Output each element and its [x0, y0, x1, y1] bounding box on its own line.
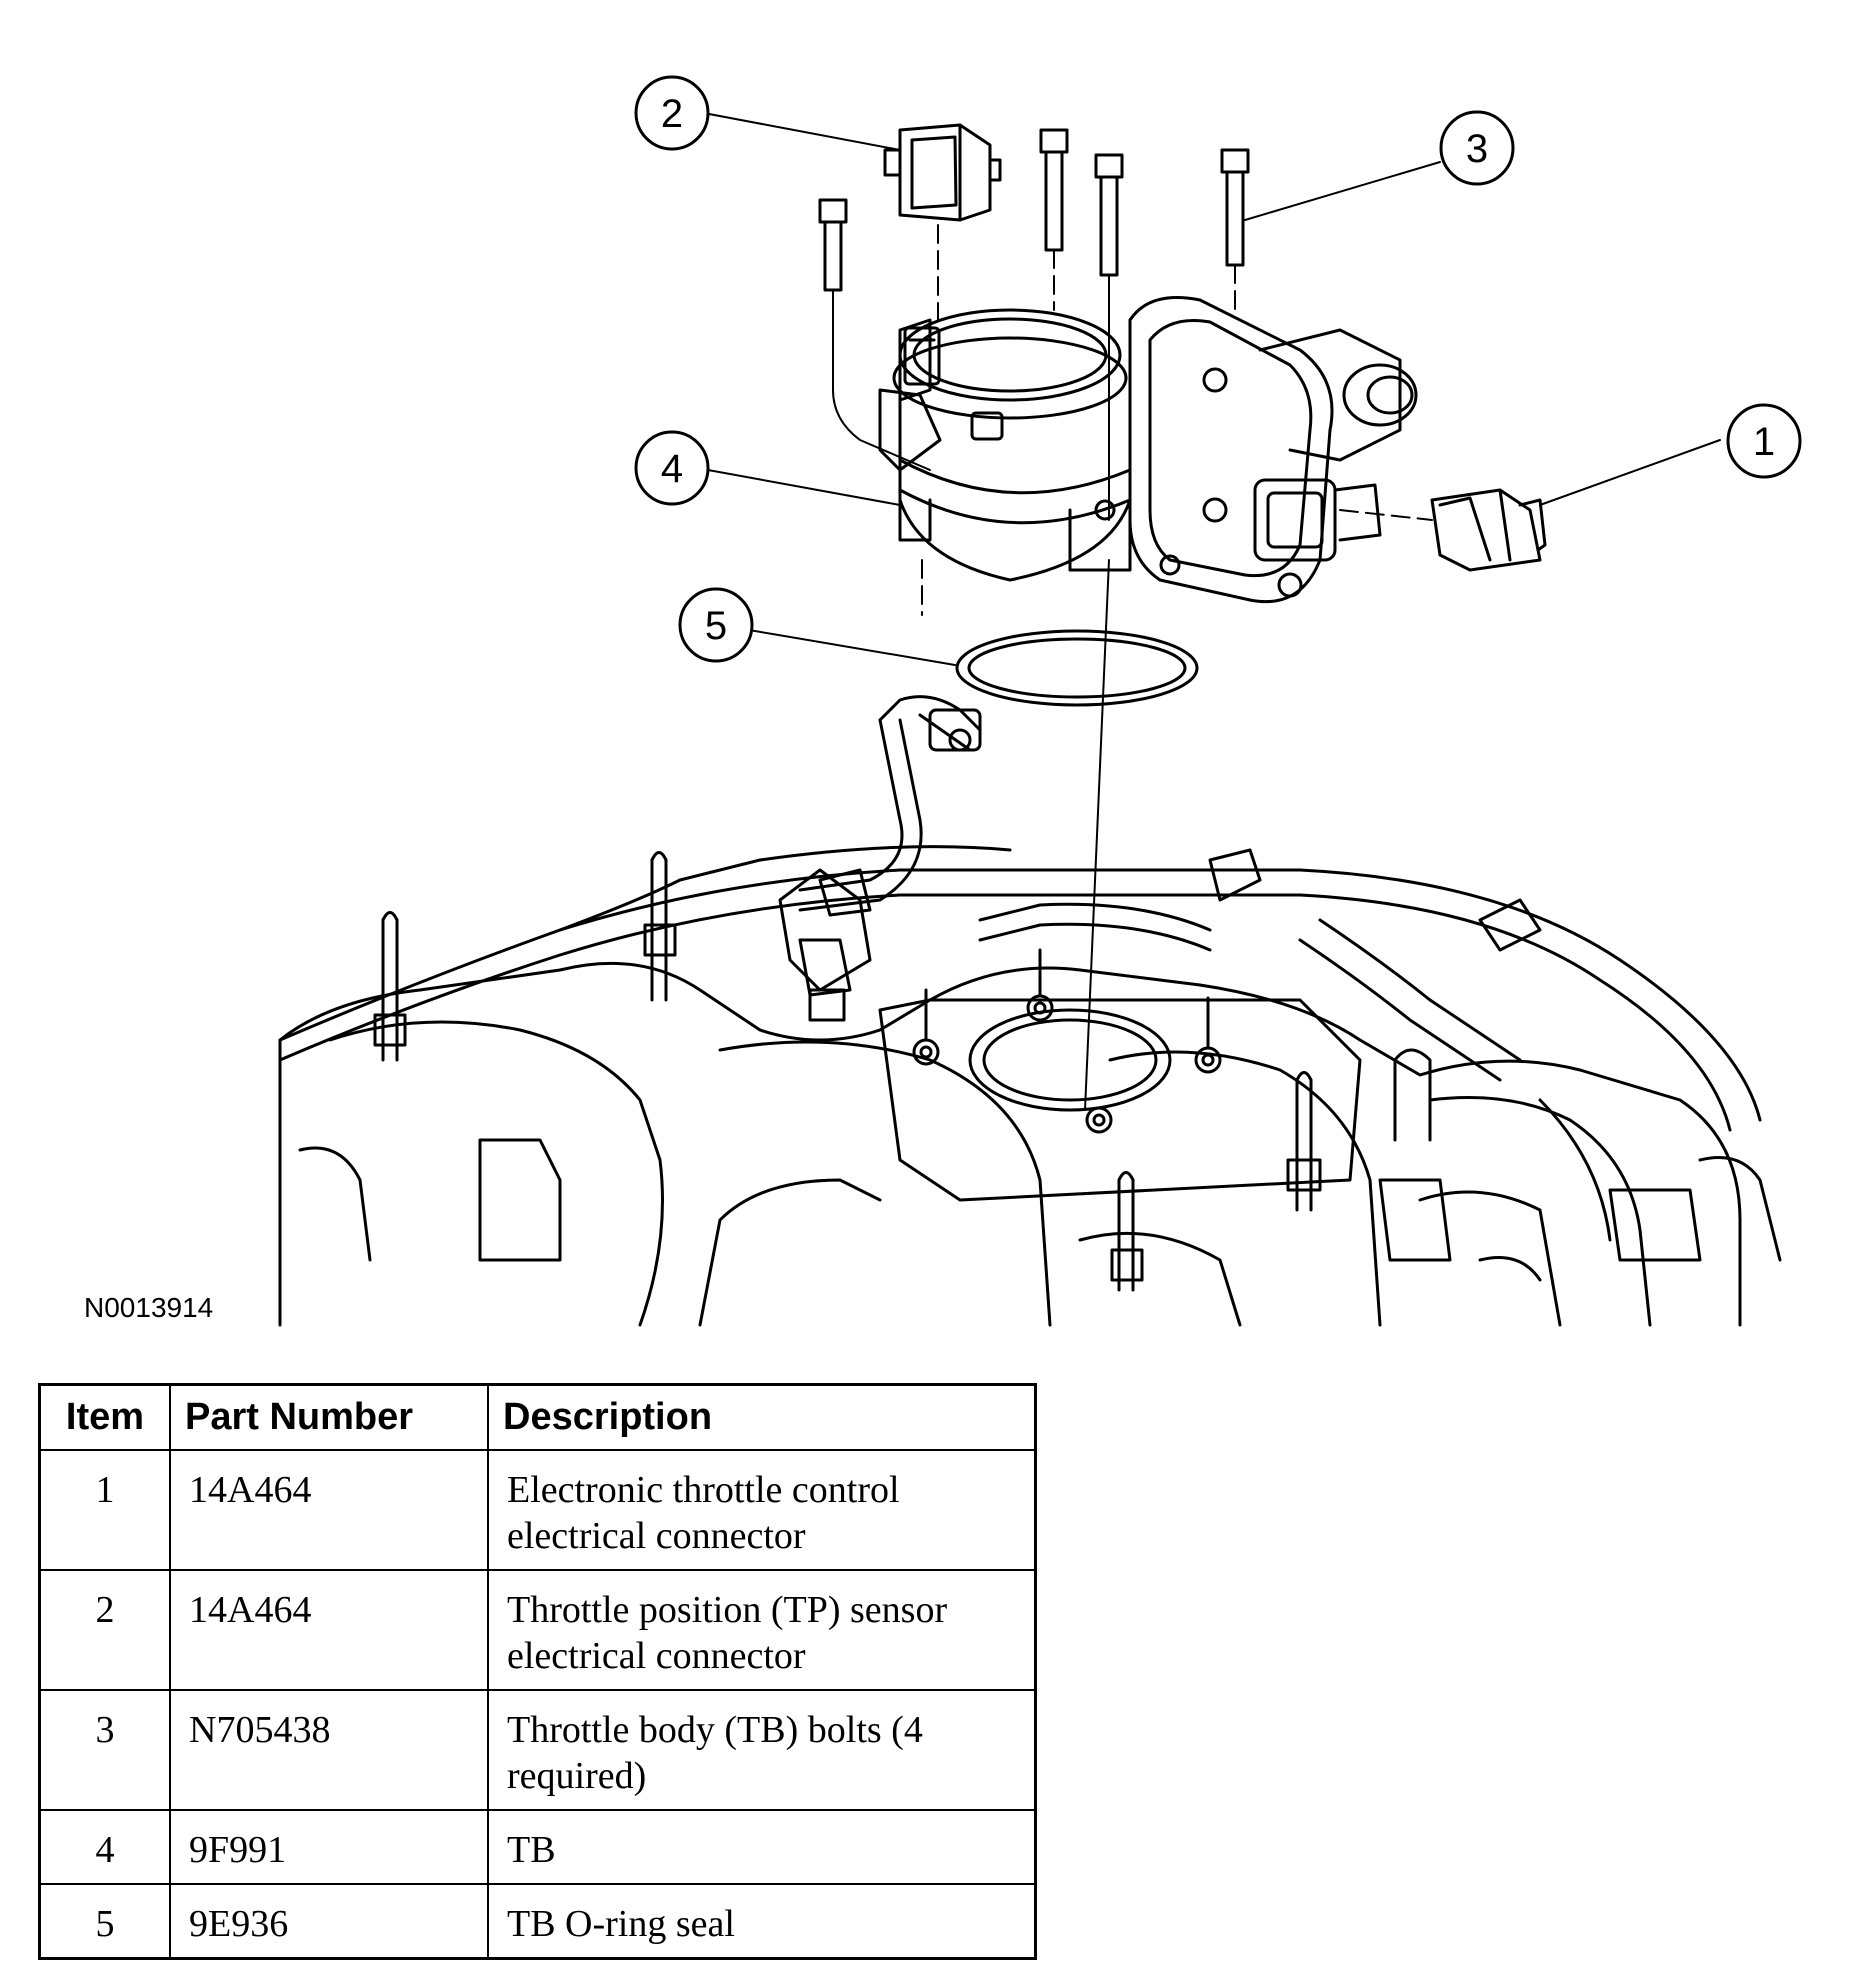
tb-o-ring-seal [955, 629, 1199, 707]
etc-electrical-connector [1430, 488, 1547, 572]
svg-text:4: 4 [661, 447, 683, 491]
row-part-number: 14A464 [169, 1449, 489, 1571]
row-item: 4 [38, 1809, 171, 1885]
row-description: TB O-ring seal [487, 1883, 1037, 1960]
row-item: 5 [38, 1883, 171, 1960]
header-description: Description [487, 1383, 1037, 1451]
callout-5: 5 [678, 587, 754, 663]
manifold-studs [373, 851, 1432, 1292]
sensor-connector-lower [778, 868, 872, 1022]
row-part-number: 9E936 [169, 1883, 489, 1960]
table-header-row: Item Part Number Description [38, 1383, 1037, 1451]
intake-manifold [278, 948, 1782, 1327]
row-item: 2 [38, 1569, 171, 1691]
row-item: 1 [38, 1449, 171, 1571]
header-item: Item [38, 1383, 171, 1451]
throttle-body [878, 308, 1132, 582]
svg-text:5: 5 [705, 604, 727, 648]
callout-3: 3 [1439, 110, 1515, 186]
table-row: 2 14A464 Throttle position (TP) sensor e… [38, 1569, 1037, 1691]
header-part-number: Part Number [169, 1383, 489, 1451]
table-row: 4 9F991 TB [38, 1809, 1037, 1885]
svg-text:2: 2 [661, 92, 683, 136]
row-part-number: N705438 [169, 1689, 489, 1811]
row-part-number: 14A464 [169, 1569, 489, 1691]
table-row: 1 14A464 Electronic throttle control ele… [38, 1449, 1037, 1571]
svg-text:3: 3 [1466, 127, 1488, 171]
fuel-rail-tubes [278, 845, 1762, 1242]
row-item: 3 [38, 1689, 171, 1811]
callout-1: 1 [1726, 403, 1802, 479]
figure-id: N0013914 [84, 1292, 214, 1323]
row-description: Throttle position (TP) sensor electrical… [487, 1569, 1037, 1691]
exploded-view-diagram: 2 3 1 4 5 [278, 75, 1802, 1327]
alignment-lines [832, 224, 1433, 1111]
callout-4: 4 [634, 430, 710, 506]
svg-text:1: 1 [1753, 420, 1775, 464]
leader-lines [707, 113, 1721, 666]
tp-sensor-connector [883, 123, 1002, 222]
callout-2: 2 [634, 75, 710, 151]
row-part-number: 9F991 [169, 1809, 489, 1885]
vacuum-hose [798, 695, 982, 912]
row-description: Electronic throttle control electrical c… [487, 1449, 1037, 1571]
table-row: 5 9E936 TB O-ring seal [38, 1883, 1037, 1960]
tp-connector-socket [903, 326, 941, 386]
table-row: 3 N705438 Throttle body (TB) bolts (4 re… [38, 1689, 1037, 1811]
parts-table: Item Part Number Description 1 14A464 El… [38, 1383, 1037, 1960]
row-description: TB [487, 1809, 1037, 1885]
row-description: Throttle body (TB) bolts (4 required) [487, 1689, 1037, 1811]
throttle-actuator [1128, 296, 1418, 604]
